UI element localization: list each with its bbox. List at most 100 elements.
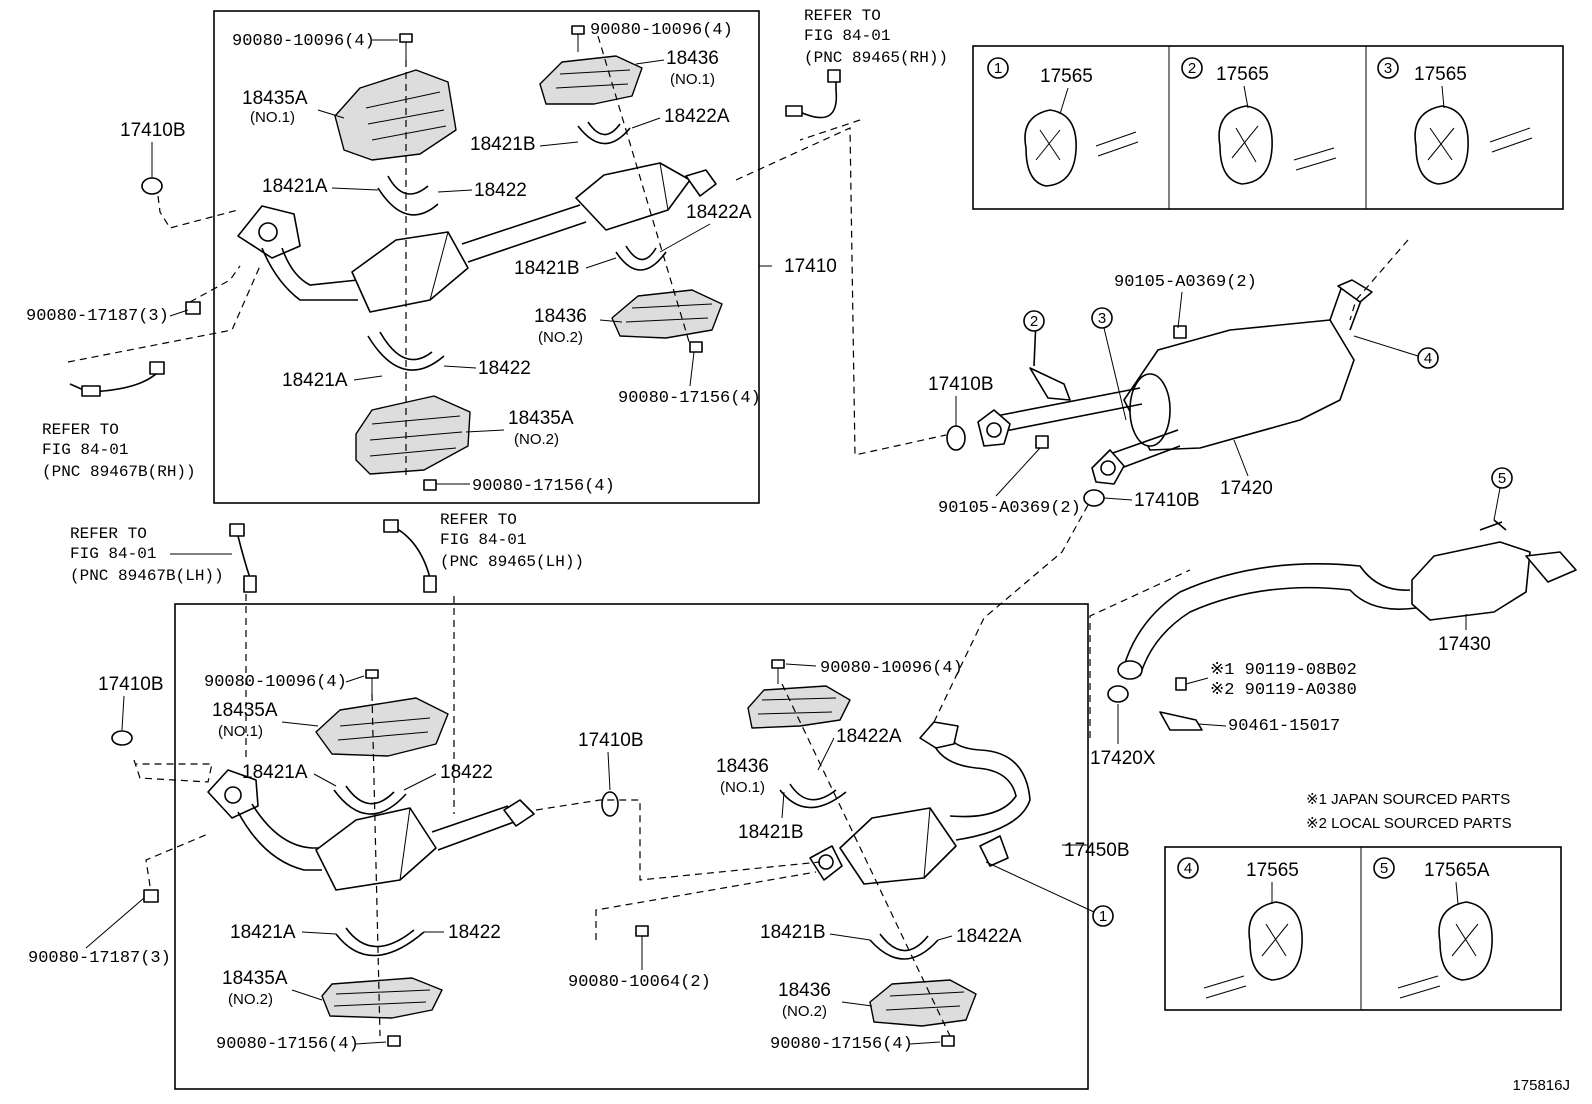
label-18421b-upper-1: 18421B xyxy=(470,134,536,155)
rubber-hanger-icon xyxy=(1218,105,1337,185)
label-17420: 17420 xyxy=(1220,478,1273,499)
label-18436-lower-1: 18436 xyxy=(716,756,769,777)
o2-sensor-lh-b-icon xyxy=(383,519,437,593)
gasket-17410b-mid-icon xyxy=(601,791,619,817)
refer-lh-b-line3: (PNC 89465(LH)) xyxy=(440,553,584,571)
label-no2-lower-1: (NO.2) xyxy=(228,991,273,1008)
hanger-box-2-num: 2 xyxy=(1188,60,1196,77)
label-no1-upper-2: (NO.1) xyxy=(670,71,715,88)
refer-rh-b-line2: FIG 84-01 xyxy=(42,441,128,459)
callout-3: 3 xyxy=(1091,307,1127,421)
svg-text:1: 1 xyxy=(1099,908,1107,925)
heat-insulator-18435a-no1-lower xyxy=(315,697,449,757)
label-90080-17187-upper: 90080-17187(3) xyxy=(26,307,169,326)
label-18422-upper-2: 18422 xyxy=(478,358,531,379)
label-17410b-muffler-b: 17410B xyxy=(1134,490,1200,511)
label-90080-17156-lower-b: 90080-17156(4) xyxy=(770,1035,913,1054)
label-18421a-lower-2: 18421A xyxy=(230,922,296,943)
label-18435a-lower-1: 18435A xyxy=(212,700,278,721)
tail-pipe-17430 xyxy=(1107,519,1577,731)
bracket-18421b-upper-1 xyxy=(577,121,631,145)
rubber-hanger-icon xyxy=(1024,109,1139,187)
hanger-box-3-part: 17565 xyxy=(1414,64,1467,85)
label-18422a-upper-2: 18422A xyxy=(686,202,752,223)
lower-assembly-frame xyxy=(174,603,1089,1090)
hanger-box-5-part: 17565A xyxy=(1424,860,1490,881)
bracket-18421b-lower-1 xyxy=(779,783,847,809)
bolt-icon xyxy=(111,659,955,1047)
label-18421a-lower-1: 18421A xyxy=(242,762,308,783)
label-17410b-upper: 17410B xyxy=(120,120,186,141)
label-18422a-upper-1: 18422A xyxy=(664,106,730,127)
refer-lh-a-line3: (PNC 89467B(LH)) xyxy=(70,567,224,585)
label-18421b-lower-2: 18421B xyxy=(760,922,826,943)
label-18421a-upper-2: 18421A xyxy=(282,370,348,391)
label-18436-lower-2: 18436 xyxy=(778,980,831,1001)
hanger-box-group-bottom xyxy=(1164,846,1562,1011)
rubber-hanger-icon xyxy=(1203,901,1303,999)
bracket-18421a-lower-1 xyxy=(333,785,407,815)
heat-insulator-18435a-no2-upper xyxy=(355,395,471,475)
label-90080-17156-lower-a: 90080-17156(4) xyxy=(216,1035,359,1054)
label-18435a-upper-2: 18435A xyxy=(508,408,574,429)
note-japan-sourced: ※1 JAPAN SOURCED PARTS xyxy=(1306,791,1510,808)
label-90080-10096-lower-b: 90080-10096(4) xyxy=(820,659,963,678)
label-90080-17156-upper-b: 90080-17156(4) xyxy=(472,477,615,496)
label-17410b-lower-mid: 17410B xyxy=(578,730,644,751)
hanger-box-5-num: 5 xyxy=(1380,860,1388,877)
diagram-id: 175816J xyxy=(1512,1077,1570,1094)
label-90461-15017: 90461-15017 xyxy=(1228,717,1340,736)
label-no1-lower-2: (NO.1) xyxy=(720,779,765,796)
refer-lh-b-line1: REFER TO xyxy=(440,511,517,529)
bracket-18421b-upper-2 xyxy=(615,245,667,271)
label-90080-17187-lower: 90080-17187(3) xyxy=(28,949,171,968)
svg-text:2: 2 xyxy=(1030,313,1038,330)
heat-insulator-18436-no2-lower xyxy=(869,979,977,1027)
label-90080-10096-upper-a: 90080-10096(4) xyxy=(232,32,375,51)
bracket-18421a-upper-2 xyxy=(367,331,445,371)
lower-front-pipe-catalyst xyxy=(207,769,535,891)
label-18436-upper-1: 18436 xyxy=(666,48,719,69)
label-18435a-upper-1: 18435A xyxy=(242,88,308,109)
label-17410: 17410 xyxy=(784,256,837,277)
label-90080-10096-upper-b: 90080-10096(4) xyxy=(590,21,733,40)
label-90080-17156-upper-a: 90080-17156(4) xyxy=(618,389,761,408)
hanger-box-group-top xyxy=(972,45,1564,210)
label-17430: 17430 xyxy=(1438,634,1491,655)
label-no2-upper-2: (NO.2) xyxy=(514,431,559,448)
label-18435a-lower-2: 18435A xyxy=(222,968,288,989)
label-90105-a0369-a: 90105-A0369(2) xyxy=(1114,273,1257,292)
hanger-box-1-num: 1 xyxy=(994,60,1002,77)
label-18422-lower-2: 18422 xyxy=(448,922,501,943)
refer-rh-a-line3: (PNC 89465(RH)) xyxy=(804,49,948,67)
label-18422-lower-1: 18422 xyxy=(440,762,493,783)
note-local-sourced: ※2 LOCAL SOURCED PARTS xyxy=(1306,815,1512,832)
label-90080-10064: 90080-10064(2) xyxy=(568,973,711,992)
hanger-box-4-num: 4 xyxy=(1184,860,1192,877)
refer-lh-b-line2: FIG 84-01 xyxy=(440,531,526,549)
label-no1-upper-1: (NO.1) xyxy=(250,109,295,126)
refer-rh-b-line1: REFER TO xyxy=(42,421,119,439)
refer-lh-a-line2: FIG 84-01 xyxy=(70,545,156,563)
callout-5: 5 xyxy=(1491,467,1513,521)
label-no2-lower-2: (NO.2) xyxy=(782,1003,827,1020)
label-90119-08b02: ※1 90119-08B02 xyxy=(1210,661,1357,680)
label-90080-10096-lower-a: 90080-10096(4) xyxy=(204,673,347,692)
hanger-box-1-part: 17565 xyxy=(1040,66,1093,87)
heat-insulator-18435a-no1-upper xyxy=(334,69,457,161)
label-17420x: 17420X xyxy=(1090,748,1156,769)
lower-rear-catalyst xyxy=(809,721,1031,885)
o2-sensor-lh-a-icon xyxy=(229,523,257,593)
callout-2: 2 xyxy=(1023,310,1045,332)
upper-front-pipe-catalyst xyxy=(237,162,717,313)
bolt-icon xyxy=(141,25,703,491)
callout-4: 4 xyxy=(1353,335,1439,369)
label-90105-a0369-b: 90105-A0369(2) xyxy=(938,499,1081,518)
rubber-hanger-icon xyxy=(1414,105,1533,185)
svg-text:3: 3 xyxy=(1098,310,1106,327)
svg-text:4: 4 xyxy=(1424,350,1432,367)
gasket-17410b-lower-icon xyxy=(111,730,133,746)
heat-insulator-18436-no2-upper xyxy=(611,289,723,339)
hanger-box-2-part: 17565 xyxy=(1216,64,1269,85)
